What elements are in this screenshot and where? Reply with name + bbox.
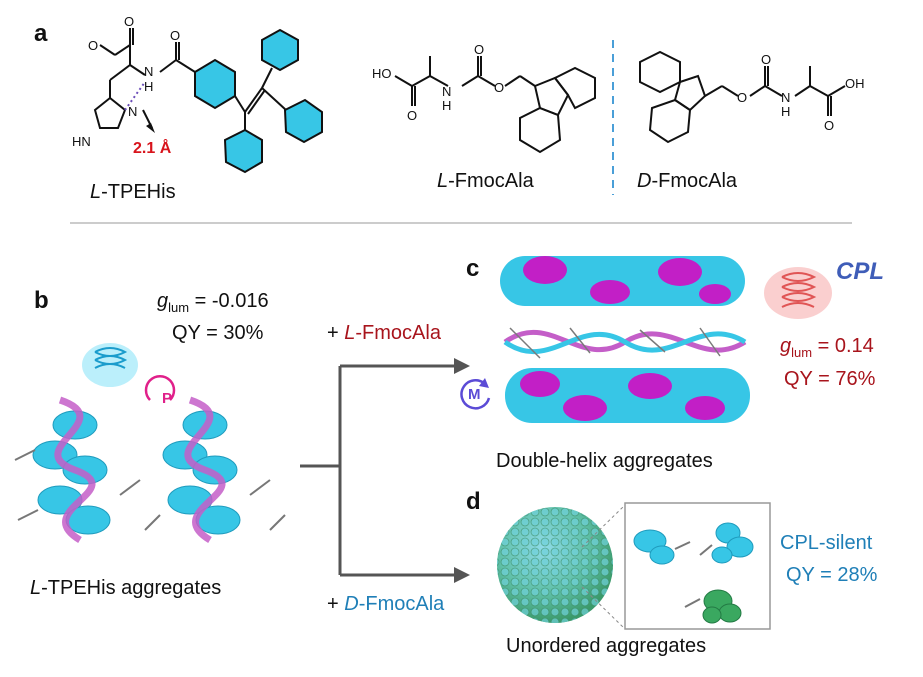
distance-label: 2.1 Å (133, 140, 172, 157)
c-bottom-strand (505, 368, 750, 423)
tpehis-label: L-TPEHis (90, 181, 176, 203)
l-fmocala-label: L-FmocAla (437, 170, 534, 192)
atom-h-l: H (442, 98, 452, 113)
atom-o-d-carbonyl: O (761, 52, 772, 67)
c-double-helix-graphic (500, 256, 750, 423)
panel-letter-b: b (34, 287, 49, 314)
b-p-label: P (162, 390, 173, 407)
atom-o-d-acid: O (824, 118, 835, 133)
b-caption: L-TPEHis aggregates (30, 577, 222, 599)
d-fmocala-structure (639, 50, 846, 144)
panel-letter-d: d (466, 488, 481, 515)
bottom-reagent-label: + D-FmocAla (327, 593, 445, 615)
atom-oh-d: OH (845, 76, 865, 91)
atom-n-amide: N (144, 64, 154, 79)
atom-o-amide: O (170, 28, 181, 43)
c-qy-label: QY = 76% (784, 368, 876, 390)
chemical-structures (70, 28, 852, 224)
b-qy-label: QY = 30% (172, 322, 264, 344)
panel-letter-c: c (466, 255, 480, 282)
c-glum-label: glum = 0.14 (780, 335, 874, 360)
atom-o-l-acid: O (407, 108, 418, 123)
c-middle-helix (503, 327, 747, 359)
atom-n-d: N (781, 90, 791, 105)
c-top-strand (500, 256, 745, 306)
d-qy-label: QY = 28% (786, 564, 878, 586)
atom-n-imidazole: N (128, 104, 138, 119)
atom-o-methoxy: O (88, 38, 99, 53)
cpl-label: CPL (836, 258, 884, 285)
atom-ho-l: HO (372, 66, 392, 81)
d-status-label: CPL-silent (780, 532, 873, 554)
atom-h-amide: H (144, 79, 154, 94)
atom-o-ester: O (124, 14, 135, 29)
d-zoom-box (624, 502, 771, 630)
b-glum-label: glum = -0.016 (157, 290, 269, 315)
tpe-core (194, 28, 323, 174)
d-fmocala-label: D-FmocAla (637, 170, 738, 192)
c-cpl-spring-icon (764, 267, 832, 319)
atom-h-d: H (781, 104, 791, 119)
panel-letter-a: a (34, 20, 48, 47)
l-fmocala-structure (394, 56, 596, 154)
c-caption: Double-helix aggregates (496, 450, 713, 472)
atom-o-l-ester: O (494, 80, 505, 95)
d-unordered-graphic (497, 502, 771, 630)
atom-o-d-ester: O (737, 90, 748, 105)
c-m-rotation-icon (460, 378, 491, 410)
tpehis-structure (93, 28, 196, 129)
b-aggregates-graphic (14, 343, 286, 543)
d-caption: Unordered aggregates (506, 635, 707, 657)
atom-o-l-carbonyl: O (474, 42, 485, 57)
atom-hn-imidazole: HN (72, 134, 91, 149)
atom-n-l: N (442, 84, 452, 99)
branch-arrows (300, 358, 470, 583)
c-m-label: M (468, 386, 481, 403)
top-reagent-label: + L-FmocAla (327, 322, 441, 344)
